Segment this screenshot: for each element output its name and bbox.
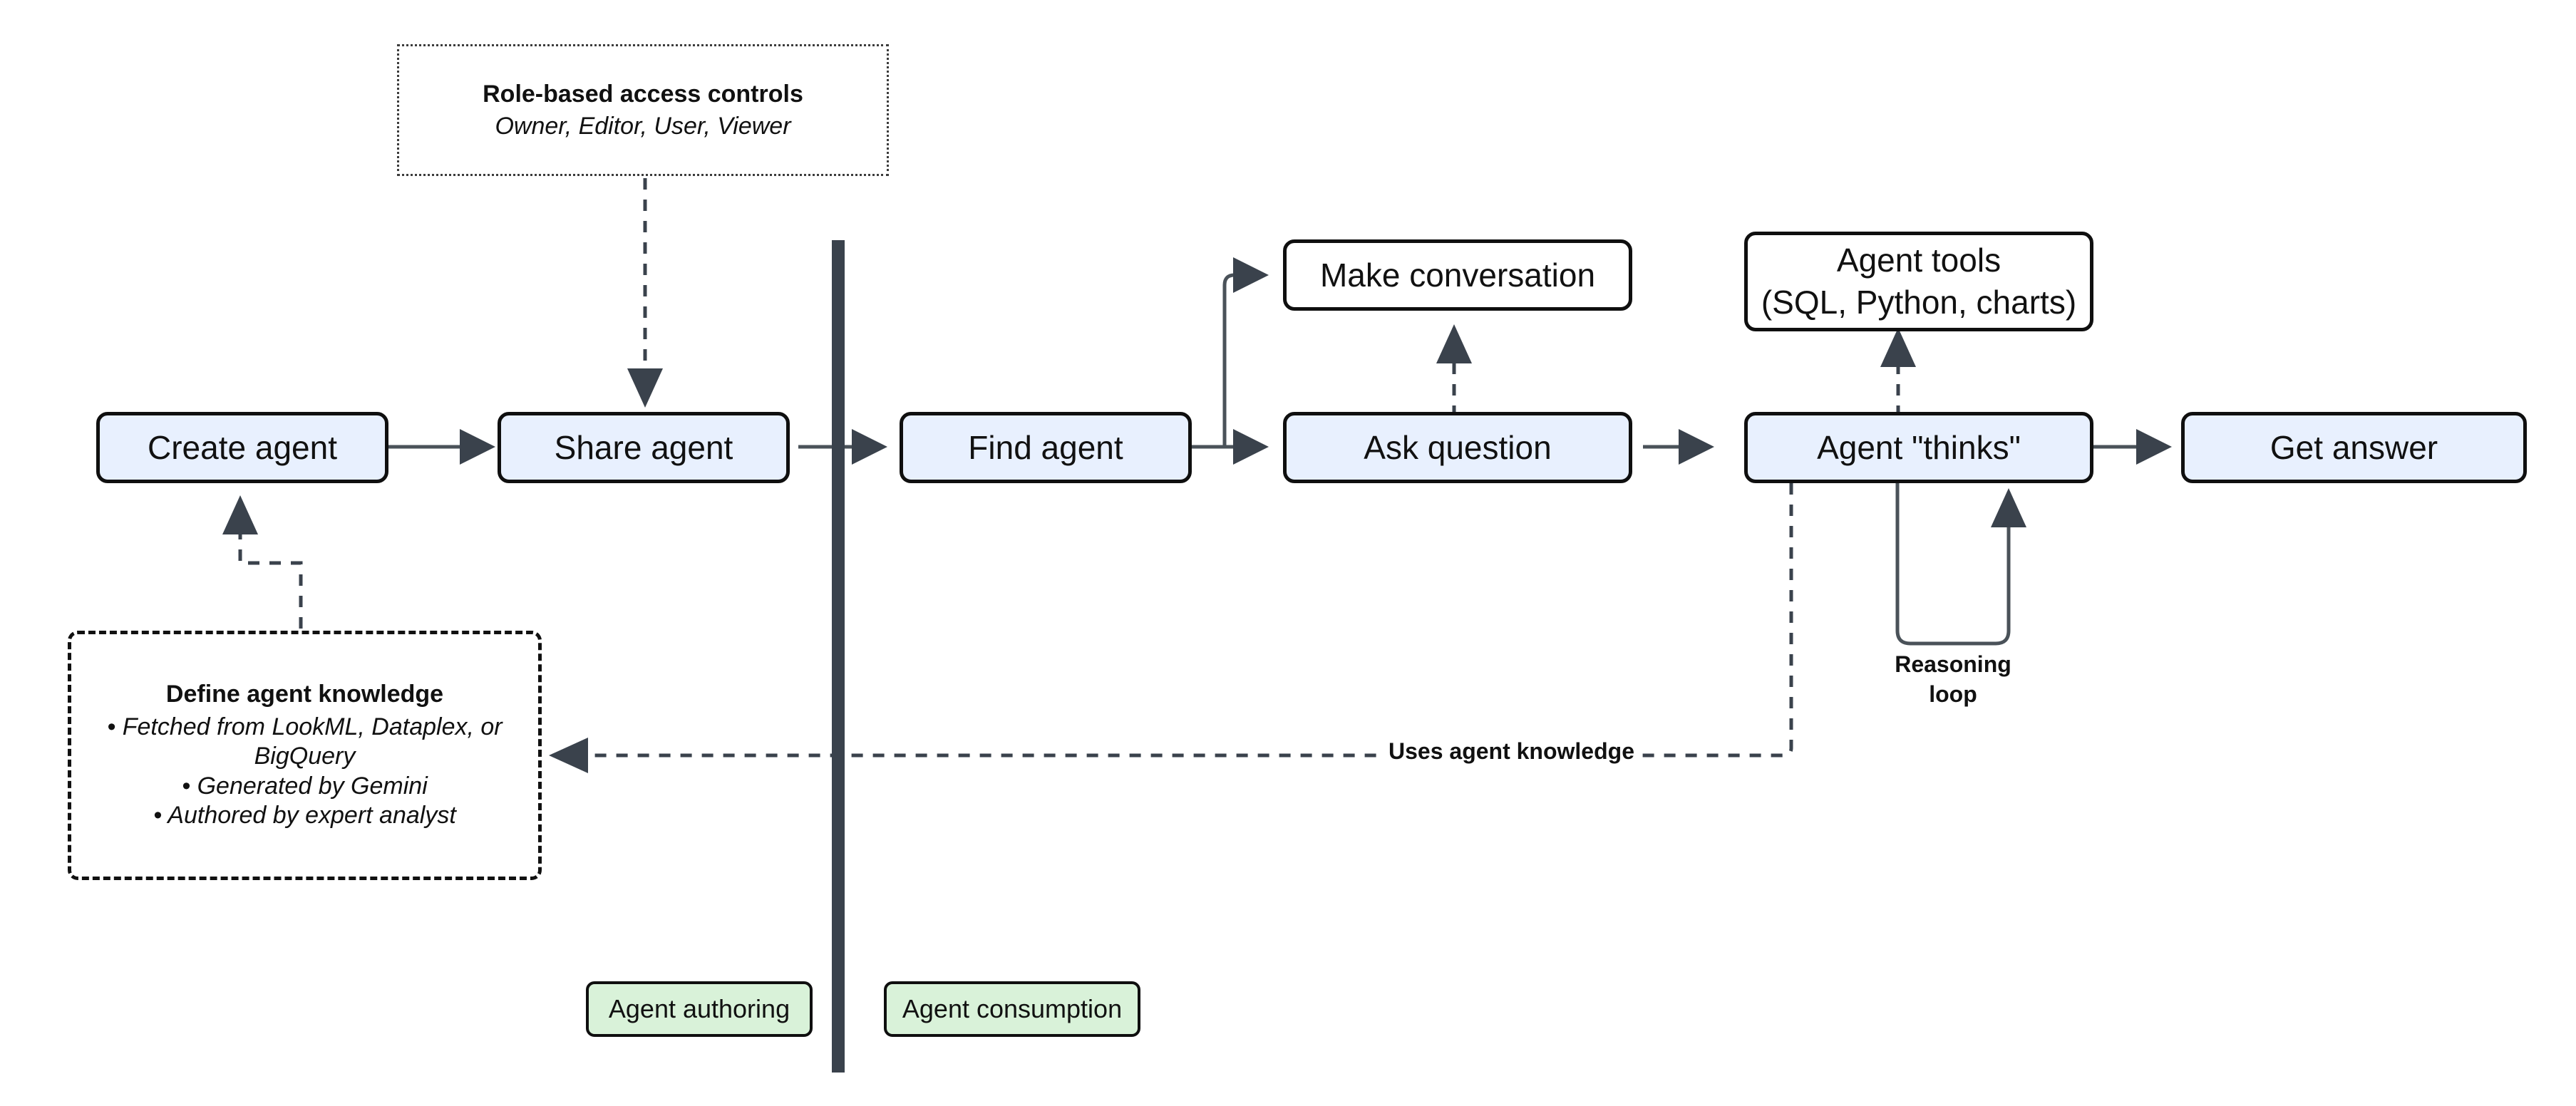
legend-agent-authoring[interactable]: Agent authoring bbox=[586, 981, 813, 1037]
node-ask-question[interactable]: Ask question bbox=[1283, 412, 1632, 483]
node-find-agent[interactable]: Find agent bbox=[900, 412, 1192, 483]
reasoning-loop-line-2: loop bbox=[1929, 681, 1977, 707]
agent-tools-line-1: Agent tools bbox=[1836, 242, 2001, 279]
authoring-consumption-divider bbox=[832, 240, 845, 1073]
knowledge-bullet-1: • Generated by Gemini bbox=[182, 772, 428, 800]
agent-tools-line-2: (SQL, Python, charts) bbox=[1761, 284, 2077, 321]
note-role-based-access-controls: Role-based access controls Owner, Editor… bbox=[397, 44, 889, 176]
edge-uses-agent-knowledge bbox=[549, 483, 1793, 773]
reasoning-loop-line-1: Reasoning bbox=[1895, 651, 2011, 677]
knowledge-title: Define agent knowledge bbox=[165, 680, 444, 708]
rbac-subtitle: Owner, Editor, User, Viewer bbox=[495, 112, 791, 140]
knowledge-bullet-2: • Authored by expert analyst bbox=[153, 801, 456, 829]
node-create-agent[interactable]: Create agent bbox=[96, 412, 388, 483]
node-agent-tools[interactable]: Agent tools (SQL, Python, charts) bbox=[1744, 232, 2093, 331]
label-reasoning-loop: Reasoning loop bbox=[1867, 650, 2039, 709]
edge-reasoning-loop bbox=[1895, 483, 2026, 646]
node-make-conversation[interactable]: Make conversation bbox=[1283, 239, 1632, 311]
rbac-title: Role-based access controls bbox=[483, 80, 803, 108]
node-agent-thinks[interactable]: Agent "thinks" bbox=[1744, 412, 2093, 483]
knowledge-bullet-0: • Fetched from LookML, Dataplex, or BigQ… bbox=[107, 713, 503, 770]
label-uses-agent-knowledge: Uses agent knowledge bbox=[1381, 738, 1642, 765]
node-get-answer[interactable]: Get answer bbox=[2181, 412, 2527, 483]
edge-branch-to-make-conversation bbox=[1222, 257, 1269, 447]
note-define-agent-knowledge: Define agent knowledge • Fetched from Lo… bbox=[68, 631, 542, 880]
legend-agent-consumption[interactable]: Agent consumption bbox=[884, 981, 1140, 1037]
node-share-agent[interactable]: Share agent bbox=[498, 412, 790, 483]
